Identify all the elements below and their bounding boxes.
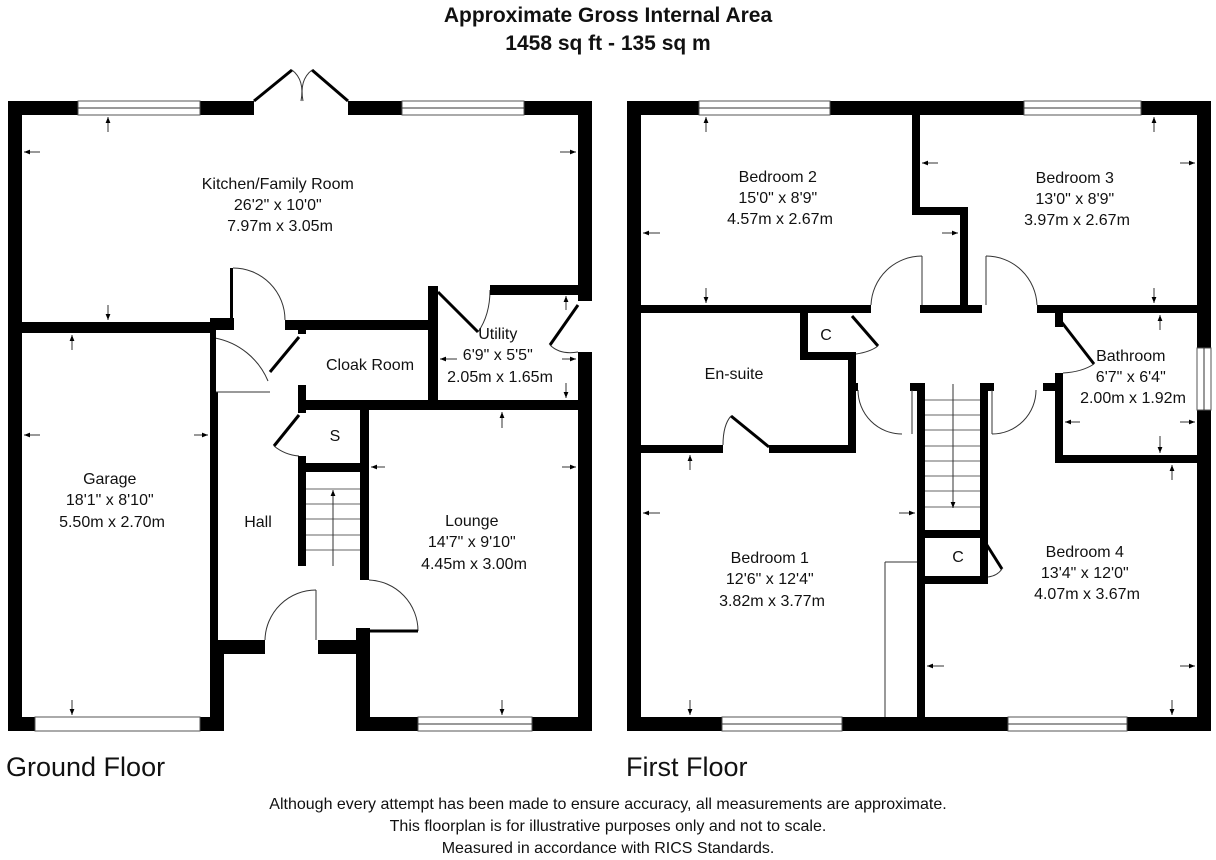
room-bedroom-4: Bedroom 4 13'4" x 12'0" 4.07m x 3.67m [1034, 544, 1140, 603]
wall [848, 352, 856, 452]
wall [298, 456, 306, 566]
wall [360, 405, 369, 580]
wall [917, 383, 925, 717]
wall [800, 313, 808, 359]
wall [318, 640, 368, 654]
wall [578, 352, 592, 731]
door-leaf [311, 68, 349, 103]
wall [912, 112, 920, 212]
wall [210, 640, 265, 654]
room-bedroom-2: Bedroom 2 15'0" x 8'9" 4.57m x 2.67m [727, 169, 833, 228]
wall [627, 101, 641, 731]
wall [8, 322, 216, 333]
disclaimer-line: Measured in accordance with RICS Standar… [441, 840, 775, 857]
ground-floor-plan: Kitchen/Family Room 26'2" x 10'0" 7.97m … [8, 68, 592, 732]
room-hall: Hall [244, 514, 272, 531]
wall [912, 207, 967, 215]
disclaimer: Although every attempt has been made to … [0, 794, 1216, 860]
door-leaf [253, 68, 293, 103]
wall [800, 352, 855, 360]
wall [356, 628, 370, 731]
room-utility: Utility 6'9" x 5'5" 2.05m x 1.65m [447, 326, 553, 386]
dimension-arrows [24, 117, 576, 715]
wall [210, 318, 234, 330]
wall [1043, 383, 1057, 391]
room-cupboard-upper: C [820, 327, 832, 344]
wall [1055, 373, 1063, 387]
wall [1197, 101, 1211, 348]
disclaimer-line: This floorplan is for illustrative purpo… [389, 818, 827, 835]
wall [210, 640, 224, 731]
wall [917, 530, 988, 538]
wall [1055, 383, 1063, 463]
room-bedroom-1: Bedroom 1 12'6" x 12'4" 3.82m x 3.77m [719, 550, 825, 610]
staircase [306, 488, 360, 566]
staircase [925, 384, 980, 508]
room-lounge: Lounge 14'7" x 9'10" 4.45m x 3.00m [421, 513, 527, 573]
wall [298, 400, 578, 410]
wall [210, 392, 218, 640]
wall [8, 101, 22, 731]
wall [641, 445, 723, 453]
window [34, 716, 201, 732]
wall [298, 320, 306, 334]
wall [298, 385, 306, 413]
ground-floor-label: Ground Floor [6, 752, 166, 782]
wall [230, 268, 233, 320]
wall [980, 383, 988, 583]
wall [578, 101, 592, 301]
first-floor-plan: Bedroom 2 15'0" x 8'9" 4.57m x 2.67m Bed… [627, 100, 1212, 732]
wall [1055, 455, 1197, 463]
gross-area: 1458 sq ft - 135 sq m [505, 32, 711, 55]
room-bathroom: Bathroom 6'7" x 6'4" 2.00m x 1.92m [1080, 348, 1186, 407]
first-floor-label: First Floor [626, 752, 748, 782]
wall [1037, 305, 1197, 313]
wall [428, 286, 438, 400]
room-cloak: Cloak Room [326, 357, 414, 374]
room-bedroom-3: Bedroom 3 13'0" x 8'9" 3.97m x 2.67m [1024, 170, 1130, 229]
wall [917, 576, 988, 584]
dimension-arrows [643, 117, 1195, 715]
wall [1197, 410, 1211, 731]
wall [920, 305, 982, 313]
room-garage: Garage 18'1" x 8'10" 5.50m x 2.70m [59, 471, 165, 531]
disclaimer-line: Although every attempt has been made to … [269, 796, 947, 813]
door-swing [291, 69, 303, 102]
room-en-suite: En-suite [705, 366, 764, 383]
wall [490, 285, 592, 295]
wall [848, 383, 858, 391]
door-swing [301, 69, 313, 102]
wall [769, 445, 856, 453]
wall [1055, 313, 1063, 327]
page-title: Approximate Gross Internal Area [443, 4, 773, 27]
wall [960, 207, 968, 312]
wall [641, 305, 871, 313]
wall [285, 320, 433, 330]
wall [298, 463, 366, 472]
room-store: S [330, 428, 341, 445]
wall [210, 330, 216, 392]
room-cupboard-lower: C [952, 549, 964, 566]
room-kitchen-family: Kitchen/Family Room 26'2" x 10'0" 7.97m … [202, 176, 359, 235]
